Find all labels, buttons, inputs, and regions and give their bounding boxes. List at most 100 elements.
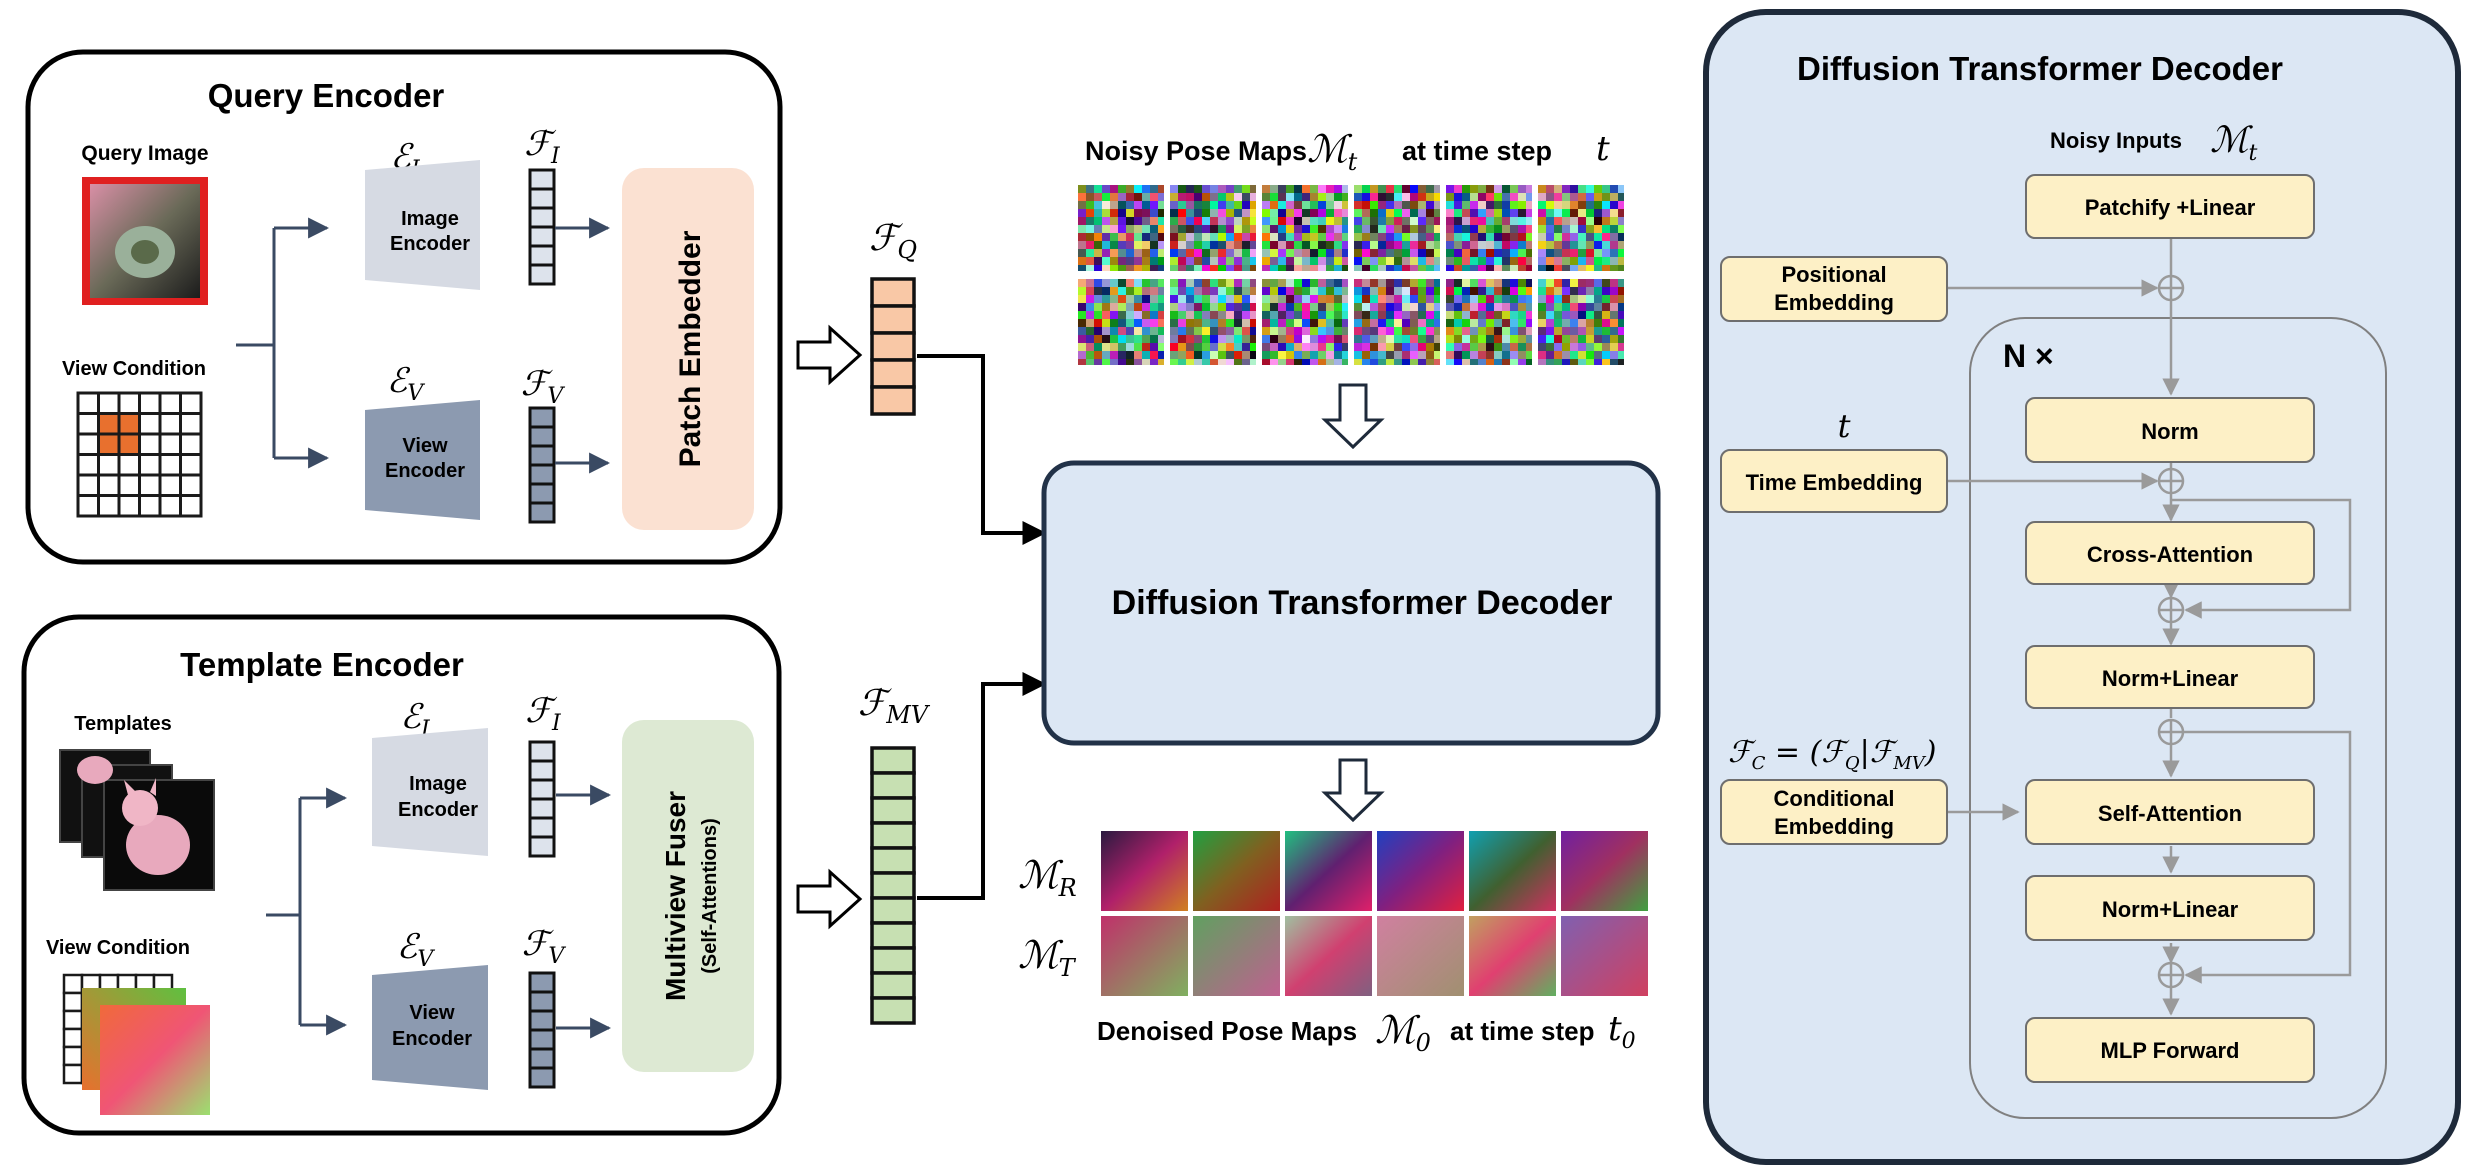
feature-cell [870,746,916,775]
denoised-map-r [1101,831,1188,911]
multiview-fuser: Multiview Fuser (Self-Attentions) [622,720,754,1072]
denoised-map-t [1285,916,1372,996]
residual-adds [2157,274,2185,989]
mlp-forward-block: MLP Forward [2025,1017,2315,1083]
grid-cell [158,494,182,518]
middle-flow: ℱQ ℱMV Noisy Pose Maps ℳt at time step t… [796,127,1661,1057]
denoised-map-r [1285,831,1372,911]
grid-cell [62,1063,84,1085]
feature-cell [870,385,916,416]
feature-cell [528,797,556,820]
grid-cell [117,473,141,497]
cross-attention-block: Cross-Attention [2025,521,2315,585]
conditional-label-1: Conditional [1774,786,1895,811]
svg-text:ℳt: ℳt [2210,120,2258,166]
noisy-label: Noisy Pose Maps [1085,136,1307,166]
multiview-fuser-label: Multiview Fuser [660,791,691,1001]
feat-v-sub: V [547,384,565,409]
feature-cell [870,846,916,875]
feature-cell [528,501,556,524]
mr-sub: R [1058,874,1077,902]
noisy-sub: t [1348,148,1358,176]
at-time-step-label-2: at time step [1450,1016,1595,1046]
conditional-label-2: Embedding [1774,814,1894,839]
feature-cell [528,406,556,429]
central-decoder-label: Diffusion Transformer Decoder [1112,584,1613,622]
svg-text:ℳT: ℳT [1018,933,1077,982]
feature-cell [528,835,556,858]
noisy-pose-maps [1078,185,1624,365]
feature-cell [528,971,556,994]
conditional-embedding-block: Conditional Embedding [1720,779,1948,845]
noisy-map-tile [1354,279,1440,365]
enc-i-symbol-2: ℰ [400,697,424,737]
mr-symbol: ℳ [1018,853,1064,897]
plus-circle-icon [2157,596,2185,624]
feature-cell [870,821,916,850]
feature-cell [870,971,916,1000]
view-encoder-label-2: Encoder [385,460,465,482]
feature-cell [870,771,916,800]
feature-stack-image [528,168,556,286]
feature-cell [870,896,916,925]
enc-v-sub: V [407,381,425,406]
plus-circle-icon [2157,274,2185,302]
template-encoder-title: Template Encoder [180,646,464,683]
feat-i-sub-2: I [551,711,562,736]
norm-linear-label-2: Norm+Linear [2102,897,2239,922]
feature-cell [528,990,556,1013]
enc-i-sub-2: I [420,717,431,742]
grid-cell [62,1045,84,1067]
query-encoder-title: Query Encoder [208,77,445,114]
svg-text:ℳR: ℳR [1018,853,1077,902]
feature-cell [528,244,556,267]
feature-cell [528,425,556,448]
patch-embedder: Patch Embedder [622,168,754,530]
feature-cell [528,225,556,248]
feat-v-sub-2: V [548,944,566,969]
patchify-label: Patchify +Linear [2085,195,2256,220]
positional-embedding-block: Positional Embedding [1720,256,1948,322]
grid-cell [179,432,203,456]
plus-circle-icon [2157,467,2185,495]
feature-cell [528,740,556,763]
fc-rhs: = (ℱ [1765,735,1850,770]
n-times-label: N × [2003,338,2054,374]
feature-cell [528,206,556,229]
denoised-map-t [1193,916,1280,996]
denoised-map-t [1101,916,1188,996]
positional-label-1: Positional [1781,262,1886,287]
feature-cell [528,1047,556,1070]
feature-cell [870,871,916,900]
image-encoder-label-2: Encoder [390,233,470,255]
denoised-map-r [1469,831,1556,911]
plus-circle-icon [2157,961,2185,989]
feature-cell [528,759,556,782]
svg-text:ℰI: ℰI [400,697,431,742]
fc-rhs-sub1: Q [1845,753,1860,774]
fc-mid: |ℱ [1860,735,1899,770]
hollow-arrow-down-1 [1321,383,1385,450]
fmv-stack [870,746,916,1025]
grid-cell [158,412,182,436]
grid-cell [76,391,100,415]
grid-cell [76,412,100,436]
grid-cell [117,453,141,477]
grid-cell [138,453,162,477]
feature-cell [528,187,556,210]
grid-cell [117,494,141,518]
grid-cell [62,1027,84,1049]
denoised-sub: 0 [1416,1029,1431,1057]
feature-cell [870,921,916,950]
svg-text:t0: t0 [1608,1009,1636,1054]
self-attention-label: Self-Attention [2098,801,2242,826]
cross-attention-label: Cross-Attention [2087,542,2253,567]
grid-cell [138,432,162,456]
grid-cell [76,453,100,477]
norm-linear-block-1: Norm+Linear [2025,645,2315,709]
feature-cell [870,996,916,1025]
svg-text:ℰV: ℰV [387,361,426,406]
norm-label: Norm [2141,419,2198,444]
mlp-forward-label: MLP Forward [2101,1038,2240,1063]
svg-text:Noisy Pose Maps: Noisy Pose Maps [1085,136,1307,166]
